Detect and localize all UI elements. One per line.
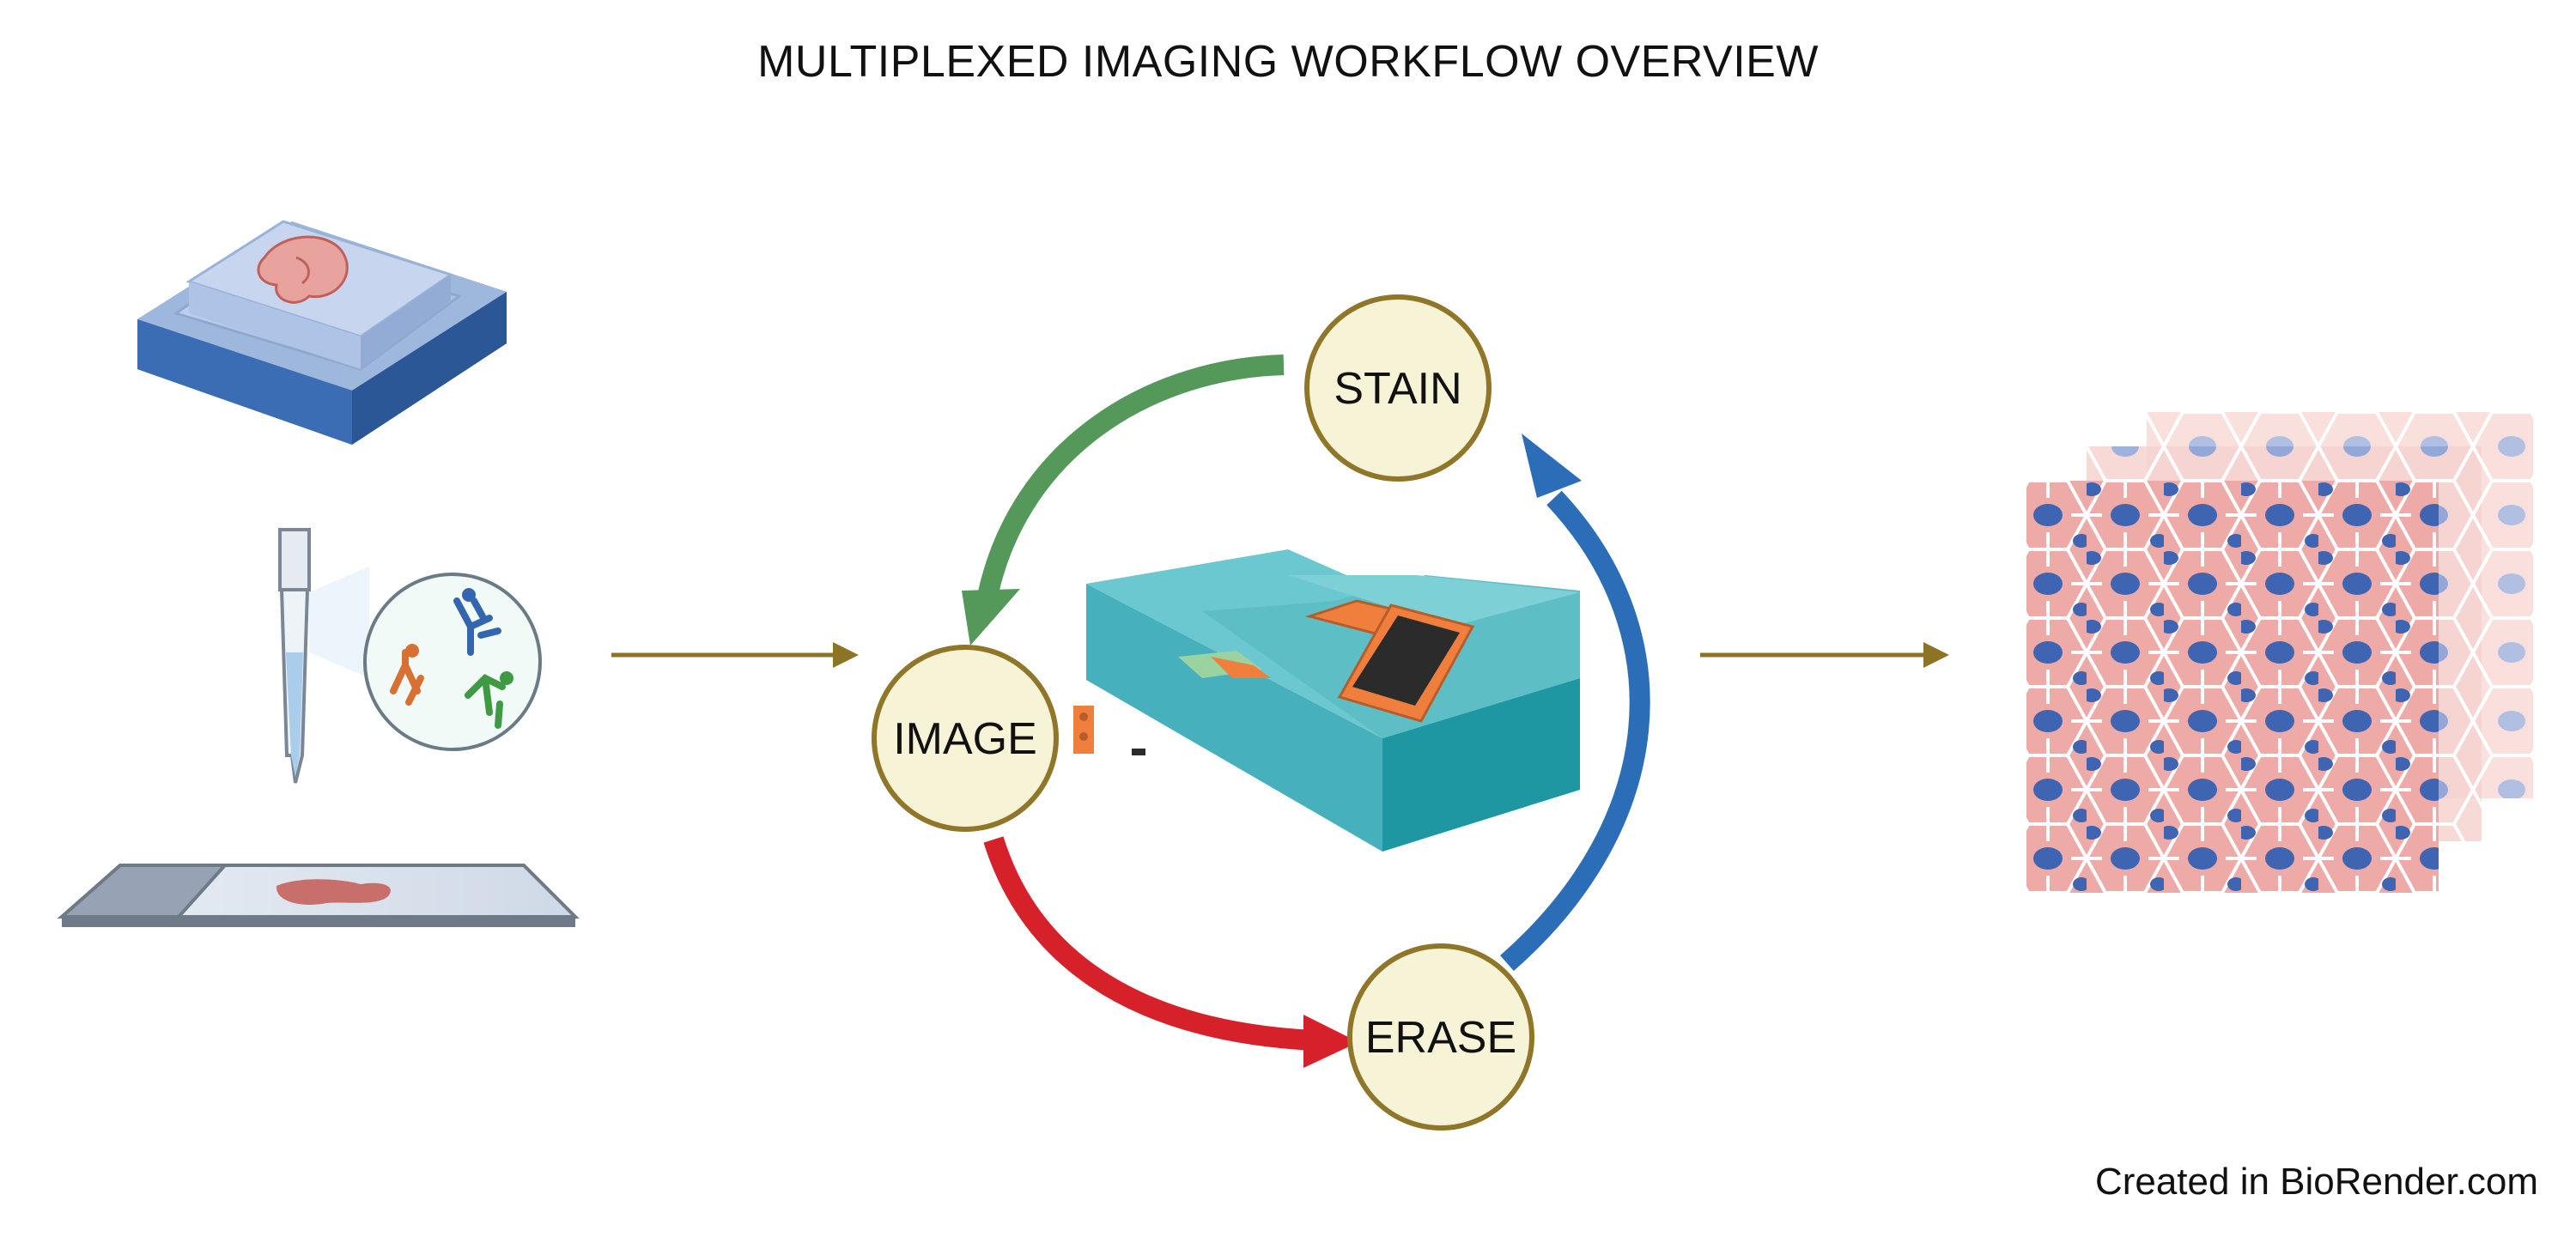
- stain-to-image-arrow: [962, 355, 1285, 646]
- tissue-block-icon: [137, 220, 507, 445]
- pipette-icon: [278, 528, 369, 784]
- flow-arrow-out: [1700, 642, 1949, 668]
- image-label: IMAGE: [893, 714, 1037, 764]
- stain-node: STAIN: [1304, 294, 1492, 482]
- multiplex-image-stack-icon: [2026, 412, 2533, 893]
- erase-node: ERASE: [1347, 943, 1534, 1131]
- antibody-cocktail-icon: [363, 573, 542, 751]
- imaging-instrument-icon: [1073, 549, 1580, 852]
- flow-arrow-in: [611, 642, 859, 668]
- erase-label: ERASE: [1365, 1013, 1516, 1063]
- stain-label: STAIN: [1334, 364, 1461, 414]
- image-layer-front: [2026, 481, 2439, 893]
- erase-to-stain-arrow: [1500, 434, 1650, 972]
- diagram-title: MULTIPLEXED IMAGING WORKFLOW OVERVIEW: [757, 37, 1819, 87]
- microscope-slide-icon: [57, 864, 580, 927]
- image-node: IMAGE: [872, 645, 1059, 832]
- biorender-credit: Created in BioRender.com: [2094, 1161, 2538, 1203]
- image-to-erase-arrow: [983, 836, 1358, 1068]
